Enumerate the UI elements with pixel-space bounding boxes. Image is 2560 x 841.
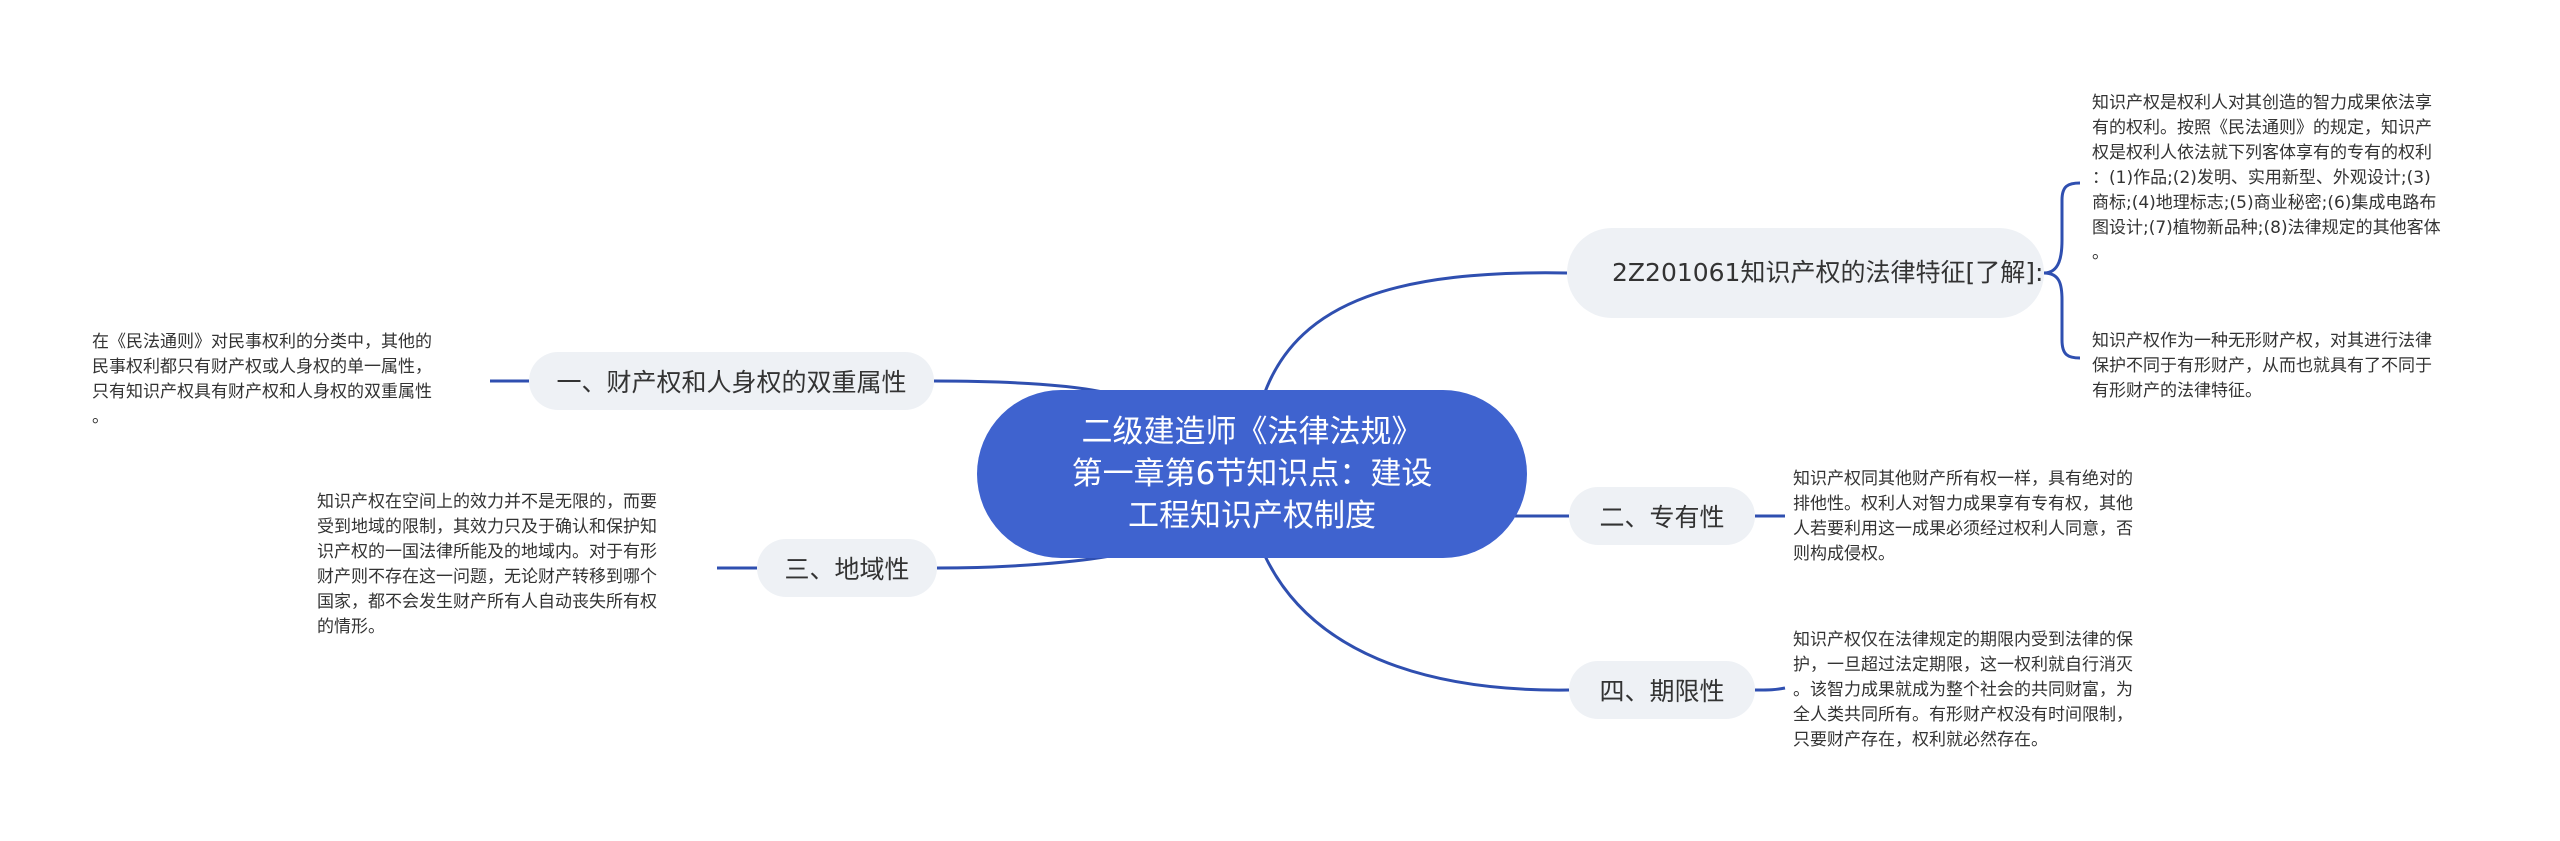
topic-exclusivity-label: 二、专有性 xyxy=(1599,503,1725,532)
central-topic[interactable]: 二级建造师《法律法规》 第一章第6节知识点：建设 工程知识产权制度 xyxy=(977,390,1527,558)
topic-dual-nature-label: 一、财产权和人身权的双重属性 xyxy=(556,368,907,397)
note-dual-nature: 在《民法通则》对民事权利的分类中，其他的 民事权利都只有财产权或人身权的单一属性… xyxy=(92,332,432,427)
topic-exclusivity[interactable]: 二、专有性 xyxy=(1569,487,1755,545)
note-legal-features-intangible: 知识产权作为一种无形财产权，对其进行法律 保护不同于有形财产，从而也就具有了不同… xyxy=(2092,331,2432,401)
topic-dual-nature[interactable]: 一、财产权和人身权的双重属性 xyxy=(529,352,934,410)
note-exclusivity: 知识产权同其他财产所有权一样，具有绝对的 排他性。权利人对智力成果享有专有权，其… xyxy=(1793,469,2133,564)
topic-time-limit-label: 四、期限性 xyxy=(1599,677,1725,706)
connector-time-limit-note xyxy=(1754,686,1786,692)
central-topic-title: 二级建造师《法律法规》 第一章第6节知识点：建设 工程知识产权制度 xyxy=(1071,414,1433,534)
note-time-limit: 知识产权仅在法律规定的期限内受到法律的保 护，一旦超过法定期限，这一权利就自行消… xyxy=(1793,630,2133,750)
topic-time-limit[interactable]: 四、期限性 xyxy=(1569,661,1755,719)
topic-legal-features-label: 2Z201061知识产权的法律特征[了解]: xyxy=(1612,258,2044,287)
note-legal-features-definition: 知识产权是权利人对其创造的智力成果依法享 有的权利。按照《民法通则》的规定，知识… xyxy=(2092,93,2441,263)
topic-legal-features[interactable]: 2Z201061知识产权的法律特征[了解]: xyxy=(1567,228,2044,318)
topic-territoriality-label: 三、地域性 xyxy=(784,555,910,584)
connector-root-time-limit xyxy=(1263,555,1570,692)
topic-territoriality[interactable]: 三、地域性 xyxy=(757,539,937,597)
connector-root-legal-features xyxy=(1263,271,1568,393)
connector-legal-features-bracket xyxy=(2043,181,2081,360)
note-territoriality: 知识产权在空间上的效力并不是无限的，而要 受到地域的限制，其效力只及于确认和保护… xyxy=(317,492,657,637)
